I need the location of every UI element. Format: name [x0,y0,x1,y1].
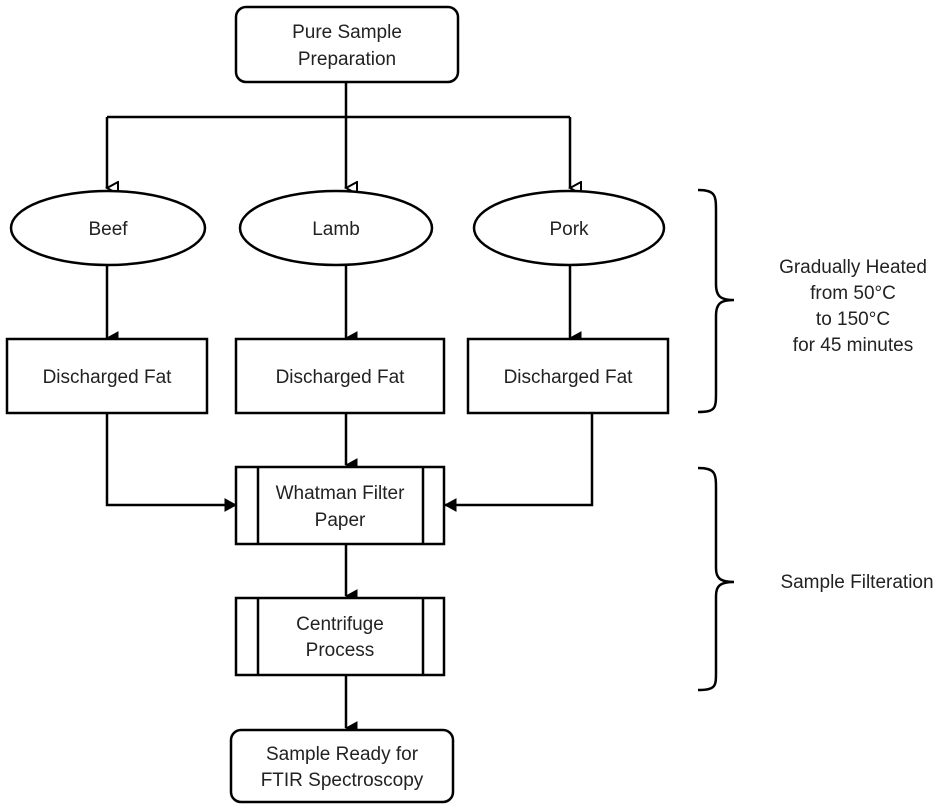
node-start-line-1: Pure Sample [292,22,402,43]
node-lamb: Lamb [238,189,434,267]
node-whatman-filter-paper: Whatman Filter Paper [234,465,446,546]
annotation-heating-line-2: from 50°C [810,283,896,304]
node-start-line-2: Preparation [298,49,396,70]
node-end-line-2: FTIR Spectroscopy [261,770,424,791]
brace-heating [697,188,735,414]
node-pork: Pork [472,189,666,267]
arrow-fat-pork-to-filter [443,413,594,512]
node-pure-sample-preparation: Pure Sample Preparation [234,5,460,84]
node-discharged-fat-beef: Discharged Fat [5,337,209,415]
node-sample-ready: Sample Ready for FTIR Spectroscopy [229,728,455,804]
node-fat-beef-label: Discharged Fat [43,367,173,388]
node-beef: Beef [9,189,207,267]
node-centrifuge-process: Centrifuge Process [234,596,446,677]
node-discharged-fat-pork: Discharged Fat [466,337,670,415]
node-beef-label: Beef [88,219,128,240]
node-filter-line-2: Paper [315,510,366,531]
brace-filtration [697,466,735,692]
connectors [105,82,594,735]
annotation-heating-line-3: to 150°C [816,309,890,330]
arrow-fat-beef-to-filter [105,413,238,512]
annotation-filtration: Sample Filteration [780,572,933,593]
node-lamb-label: Lamb [312,219,360,240]
node-fat-pork-label: Discharged Fat [504,367,634,388]
node-pork-label: Pork [549,219,589,240]
node-fat-lamb-label: Discharged Fat [276,367,406,388]
node-discharged-fat-lamb: Discharged Fat [234,337,446,415]
node-end-line-1: Sample Ready for [266,744,419,765]
annotation-heating: Gradually Heated from 50°C to 150°C for … [779,257,927,356]
node-centrifuge-line-1: Centrifuge [296,614,384,635]
annotation-heating-line-4: for 45 minutes [793,335,913,356]
node-filter-line-1: Whatman Filter [276,483,405,504]
annotation-heating-line-1: Gradually Heated [779,257,927,278]
node-centrifuge-line-2: Process [306,640,375,661]
